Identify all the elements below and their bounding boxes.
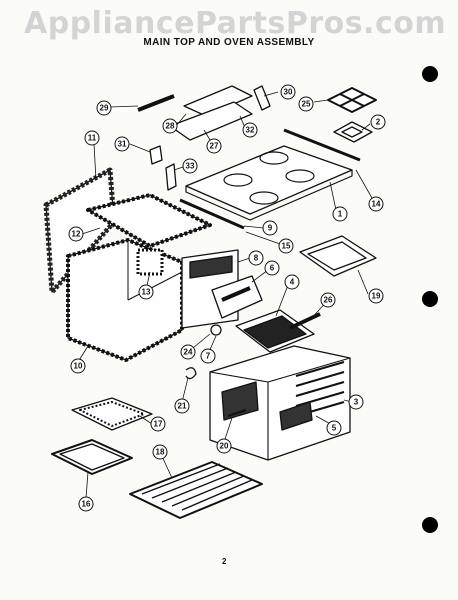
binder-hole-bottom (422, 517, 438, 533)
callout-13: 13 (142, 288, 151, 297)
callout-4: 4 (290, 278, 295, 287)
shelf-support-rail (289, 312, 321, 330)
top-insulation-blanket (86, 193, 212, 248)
callout-12: 12 (72, 230, 81, 239)
broiler-pan (51, 439, 133, 475)
callout-26: 26 (324, 296, 333, 305)
binder-hole-top (422, 66, 438, 82)
callout-32: 32 (246, 126, 255, 135)
burner-drip-bowl (333, 121, 373, 143)
callout-33: 33 (186, 162, 195, 171)
callout-20: 20 (220, 442, 229, 451)
callout-8: 8 (254, 254, 259, 263)
rear-cover-panel (183, 85, 253, 117)
callout-28: 28 (166, 122, 175, 131)
sensor-probe (227, 409, 247, 417)
callout-29: 29 (100, 104, 109, 113)
callout-18: 18 (156, 448, 165, 457)
callout-19: 19 (372, 292, 381, 301)
burner-box (211, 275, 263, 319)
callout-17: 17 (154, 420, 163, 429)
top-drip-tray (299, 235, 377, 277)
oven-liner (209, 345, 351, 461)
binder-hole-middle (422, 291, 438, 307)
callout-14: 14 (372, 200, 381, 209)
small-bracket (149, 145, 163, 165)
broiler-pan-insert (71, 397, 153, 431)
page-number: 2 (222, 557, 227, 566)
rear-rail (137, 94, 175, 112)
hinge-bracket (165, 163, 177, 191)
main-cooktop (185, 145, 353, 221)
callout-7: 7 (206, 352, 211, 361)
rear-trim-plate (169, 101, 253, 141)
callout-16: 16 (82, 500, 91, 509)
callout-21: 21 (178, 402, 187, 411)
callout-2: 2 (376, 118, 381, 127)
igniter-part (210, 324, 222, 336)
oven-wrap-insulation (66, 238, 184, 362)
callout-30: 30 (284, 88, 293, 97)
burner-grate (327, 87, 377, 113)
oven-rack (129, 461, 263, 519)
callout-3: 3 (354, 398, 359, 407)
callout-24: 24 (184, 348, 193, 357)
callout-9: 9 (268, 224, 273, 233)
small-insulation-piece (136, 248, 164, 276)
diagram-title: MAIN TOP AND OVEN ASSEMBLY (143, 37, 315, 48)
callout-25: 25 (302, 100, 311, 109)
callout-1: 1 (338, 210, 343, 219)
callout-6: 6 (270, 264, 275, 273)
side-trim-strip (283, 128, 361, 162)
front-trim-strip (179, 198, 245, 230)
callout-31: 31 (118, 140, 127, 149)
rear-bracket (253, 85, 271, 111)
broiler-burner-assembly (235, 309, 315, 353)
callout-27: 27 (210, 142, 219, 151)
callout-11: 11 (88, 134, 97, 143)
callout-5: 5 (332, 424, 337, 433)
callout-10: 10 (74, 362, 83, 371)
watermark: AppliancePartsPros.com (24, 6, 447, 41)
spring-clip (185, 367, 197, 380)
callout-15: 15 (282, 242, 291, 251)
